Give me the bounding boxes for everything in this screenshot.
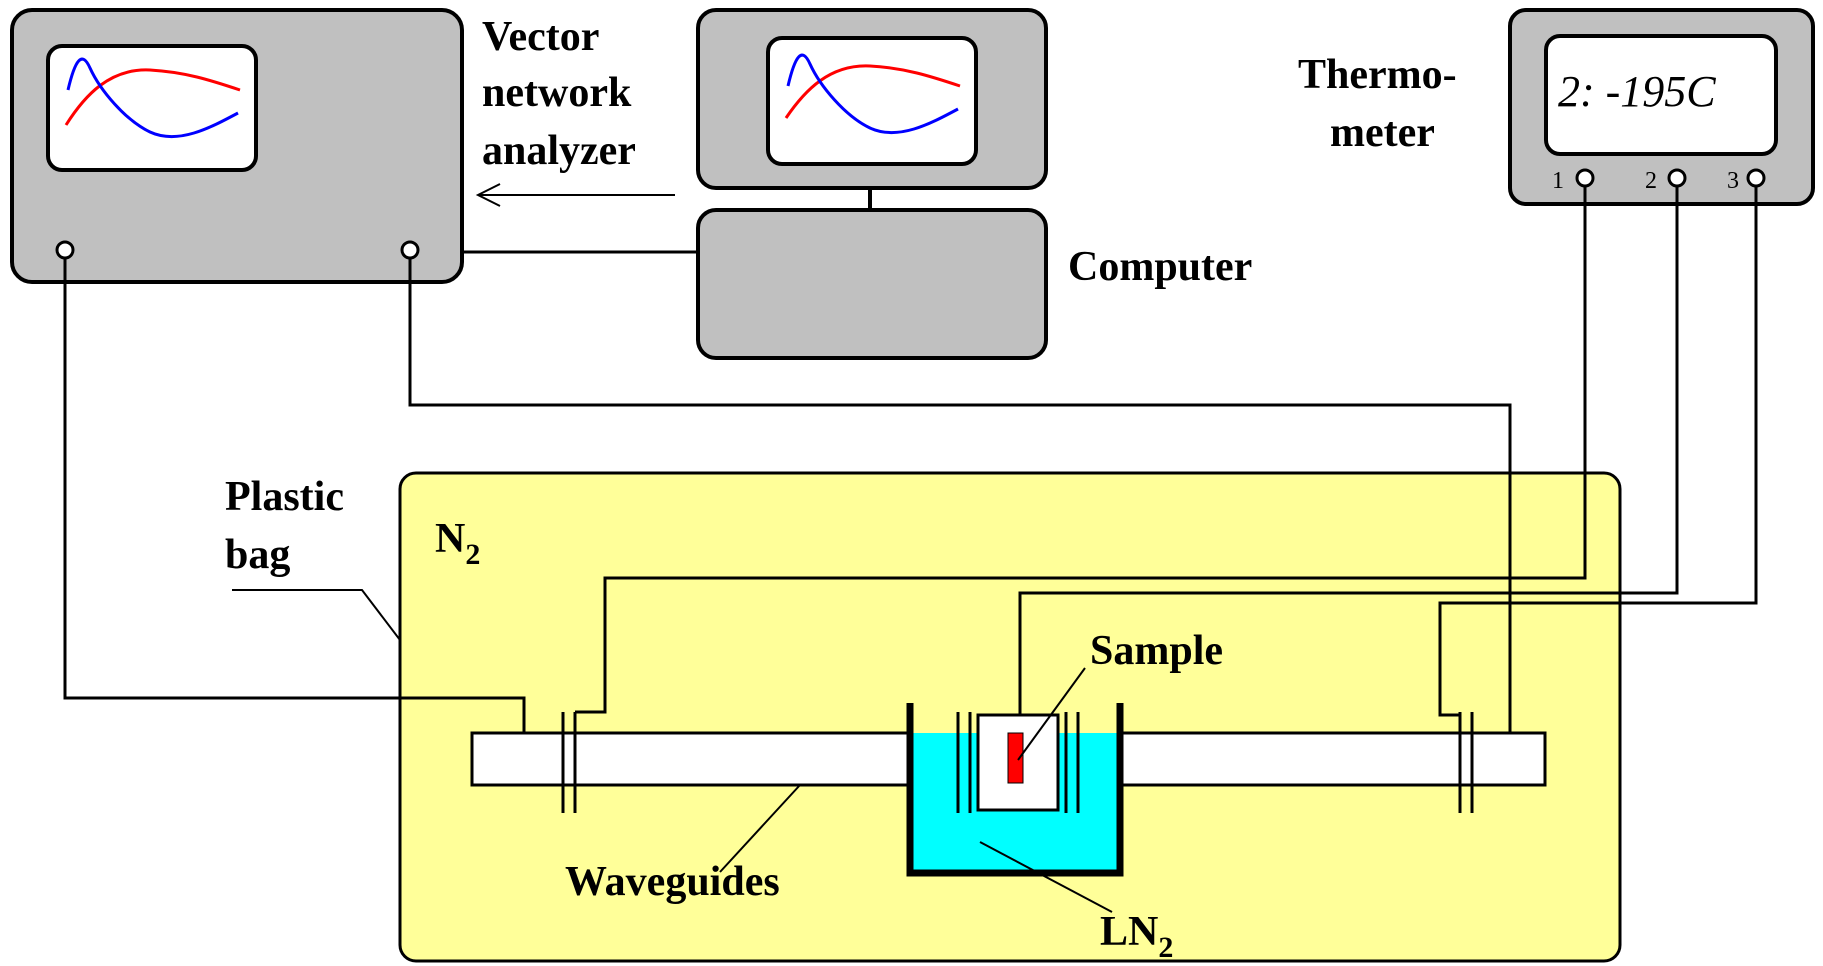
vna-red-trace (64, 68, 241, 126)
vna-label-line3: analyzer (482, 128, 636, 174)
plastic-bag-label-line2: bag (225, 532, 290, 578)
thermometer-port-3[interactable] (1746, 168, 1766, 188)
computer-screen (766, 36, 978, 166)
waveguide-left (470, 731, 912, 787)
ln2-label-base: LN (1100, 909, 1158, 955)
ln2-label: LN2 (1100, 909, 1173, 964)
data-flow-arrow (475, 183, 675, 207)
waveguides-pointer (719, 784, 801, 873)
ln2-label-subscript: 2 (1158, 931, 1173, 964)
vna-port1-cable (63, 258, 526, 740)
thermometer-label-line1: Thermo- (1298, 52, 1457, 98)
thermometer-display (1544, 34, 1778, 156)
n2-label-subscript: 2 (465, 538, 480, 571)
vna-port2-cable (408, 258, 1512, 745)
computer-case (696, 208, 1048, 360)
thermometer: 2: -195C 1 2 3 (1508, 8, 1815, 206)
n2-label-base: N (435, 516, 465, 562)
sample-holder (976, 713, 1060, 812)
thermocouple-1-wire (575, 186, 1587, 714)
vector-network-analyzer (10, 8, 464, 284)
n2-label: N2 (435, 516, 480, 571)
sample-pointer (1017, 667, 1086, 761)
thermometer-port-3-label: 3 (1727, 168, 1739, 194)
vna-port-1[interactable] (55, 240, 75, 260)
waveguide-right (1118, 731, 1547, 787)
computer (696, 8, 1048, 360)
computer-red-trace (784, 64, 961, 119)
flange-left (561, 712, 577, 813)
computer-label: Computer (1068, 244, 1252, 290)
waveguides-label: Waveguides (565, 859, 780, 905)
thermometer-port-1-label: 1 (1552, 168, 1564, 194)
flange-right (1458, 712, 1474, 813)
sample (1007, 732, 1024, 784)
ln2-pointer (979, 841, 1113, 913)
sample-label: Sample (1090, 628, 1223, 674)
computer-blue-trace (786, 53, 959, 134)
thermometer-port-2[interactable] (1667, 168, 1687, 188)
vna-port-2[interactable] (400, 240, 420, 260)
flange-sample-right (1064, 712, 1080, 813)
plastic-bag-pointer (232, 589, 401, 641)
vna-screen (46, 44, 258, 172)
dewar-walls (906, 703, 1124, 877)
vna-label-line1: Vector (482, 14, 599, 60)
thermometer-port-1[interactable] (1575, 168, 1595, 188)
flange-sample-left (956, 712, 972, 813)
thermocouple-2-wire (1018, 186, 1679, 715)
plastic-bag-label-line1: Plastic (225, 474, 344, 520)
thermometer-port-2-label: 2 (1645, 168, 1657, 194)
thermometer-readout: 2: -195C (1558, 67, 1716, 116)
vna-label-line2: network (482, 70, 632, 116)
thermometer-label-line2: meter (1330, 110, 1435, 156)
thermocouple-3-wire (1438, 186, 1758, 717)
vna-blue-trace (66, 57, 239, 138)
